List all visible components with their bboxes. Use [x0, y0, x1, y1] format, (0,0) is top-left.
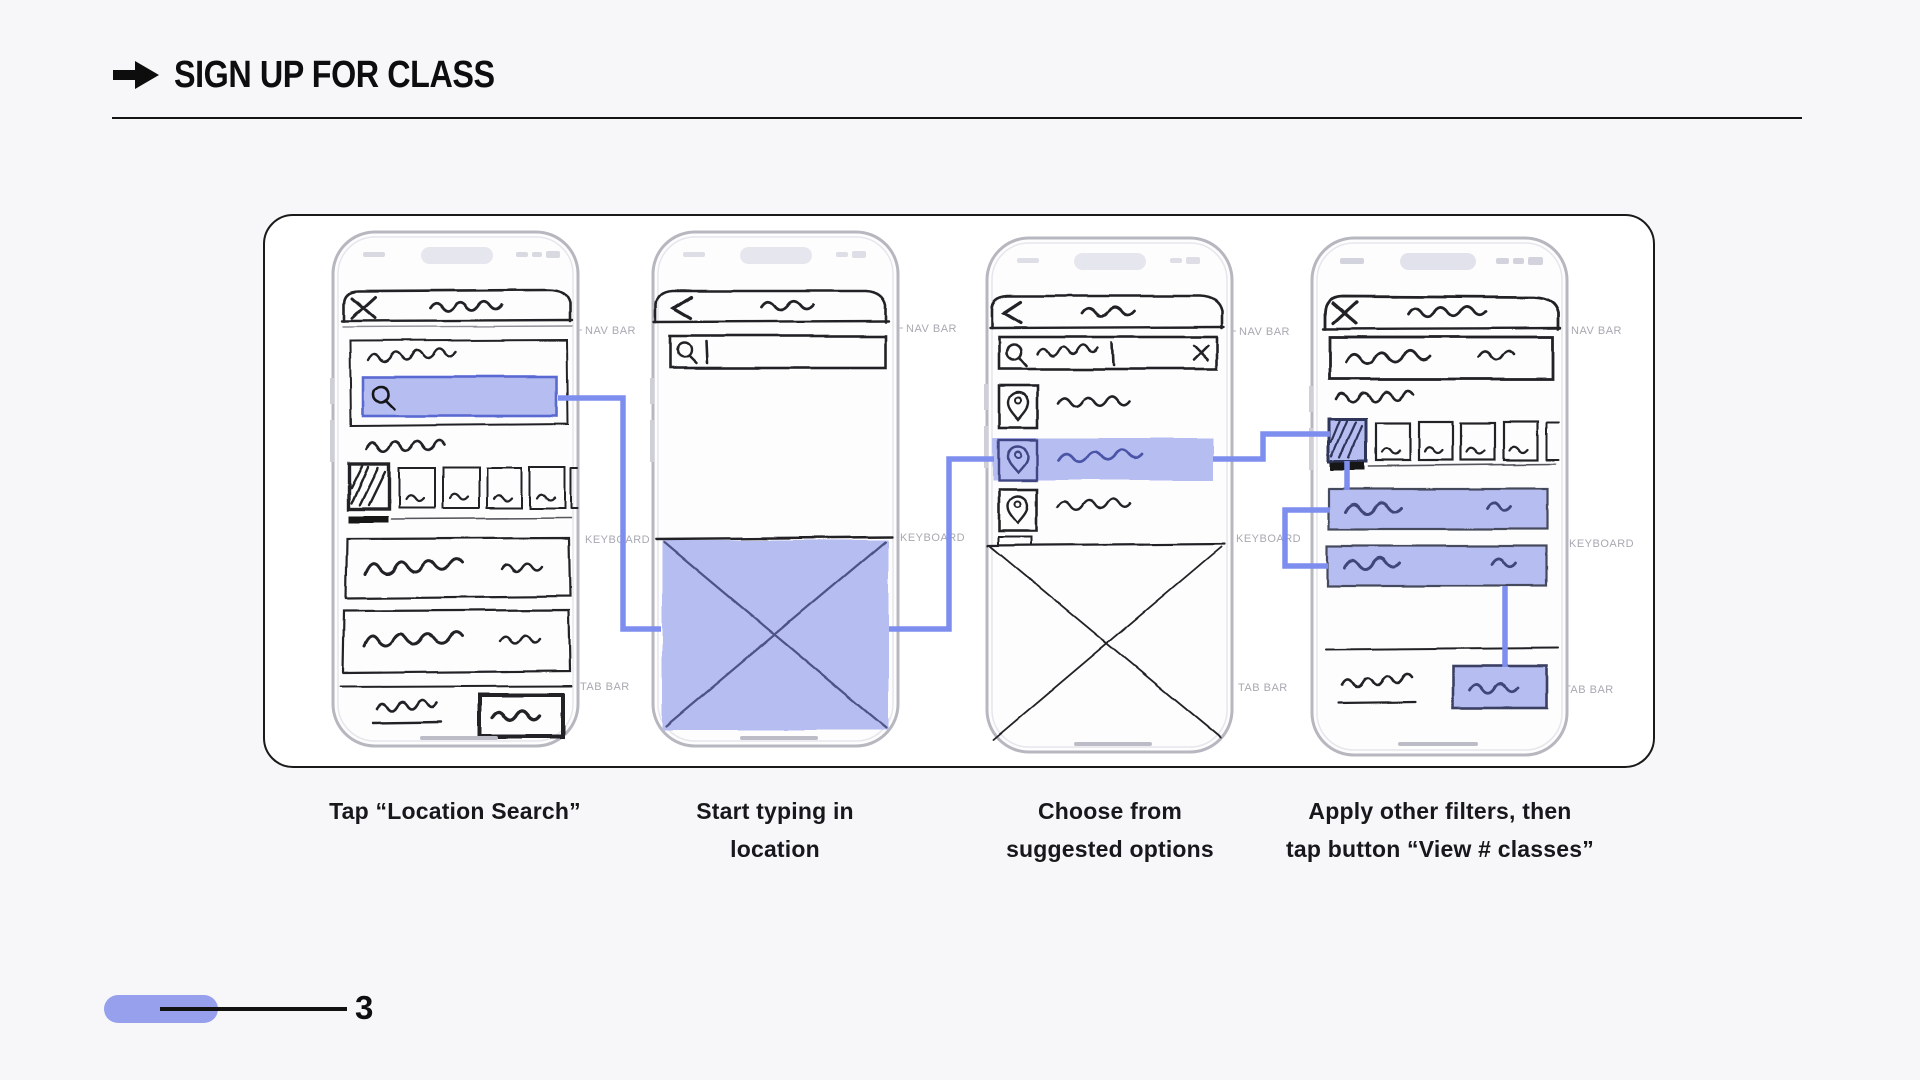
search-icon — [1005, 343, 1029, 368]
caption-line: tap button “View # classes” — [1286, 836, 1594, 862]
back-chevron-icon — [670, 295, 693, 320]
step-caption-1: Tap “Location Search” — [255, 792, 655, 830]
header-divider — [112, 117, 1802, 119]
step-caption-4: Apply other filters, then tap button “Vi… — [1240, 792, 1640, 868]
page-header: SIGN UP FOR CLASS — [112, 52, 551, 98]
annotation-label: KEYBOARD — [585, 534, 650, 546]
phone-mockup-step3 — [984, 236, 1234, 754]
filter-chip — [1374, 421, 1412, 462]
location-search-field-highlight — [361, 375, 559, 418]
filter-row-highlight — [1327, 487, 1550, 531]
filter-chip-highlight — [1327, 417, 1368, 463]
filter-row-highlight — [1325, 544, 1549, 588]
dynamic-island — [740, 247, 812, 264]
keyboard-dismissed-placeholder — [986, 542, 1226, 741]
location-pin-icon — [1006, 444, 1030, 474]
flow-connector-row-to-row — [1282, 507, 1330, 569]
category-chip — [486, 467, 523, 509]
location-pin-icon — [1006, 391, 1030, 422]
category-chip — [529, 466, 566, 509]
class-card — [341, 608, 572, 675]
flow-connectors — [558, 395, 1508, 667]
search-icon — [675, 341, 698, 365]
phone-mockup-step4 — [1309, 236, 1569, 757]
location-search-input-filled — [1328, 335, 1555, 381]
page-number: 3 — [355, 989, 374, 1026]
phone-mockup-step2 — [650, 230, 900, 748]
tab-bar-button — [477, 693, 565, 739]
suggestion-row-highlight — [993, 438, 1213, 482]
caption-line: Apply other filters, then — [1308, 798, 1572, 824]
step-caption-3: Choose from suggested options — [910, 792, 1310, 868]
suggestion-row — [997, 487, 1132, 533]
category-chip-selected — [347, 462, 391, 511]
annotation-label: NAV BAR — [1239, 326, 1290, 338]
filter-chip — [1417, 420, 1455, 462]
location-pin-icon — [1006, 494, 1030, 525]
arrow-right-icon — [113, 61, 159, 89]
annotation-label: TAB BAR — [1238, 682, 1288, 694]
view-classes-button-highlight — [1451, 664, 1549, 710]
flow-connector-step1-2 — [558, 395, 661, 632]
flow-connector-step2-3 — [889, 456, 994, 632]
clear-x-icon — [1192, 344, 1210, 362]
home-indicator — [1398, 742, 1478, 746]
home-indicator — [1074, 742, 1152, 746]
keyboard-placeholder — [654, 535, 894, 730]
category-chip — [442, 466, 480, 509]
phone-mockup-step1 — [330, 230, 580, 748]
dynamic-island — [1074, 253, 1146, 270]
caption-line: Tap “Location Search” — [329, 798, 581, 824]
annotation-label: NAV BAR — [906, 323, 957, 335]
text-cursor — [1110, 341, 1115, 367]
annotation-label: TAB BAR — [580, 681, 630, 693]
caption-line: location — [730, 836, 820, 862]
annotation-label: TAB BAR — [1564, 684, 1614, 696]
search-icon — [372, 385, 397, 411]
text-cursor — [704, 340, 709, 365]
filter-chip — [1502, 420, 1540, 462]
annotation-label: NAV BAR — [585, 325, 636, 337]
page-title: SIGN UP FOR CLASS — [174, 53, 495, 96]
location-search-input — [997, 335, 1219, 371]
annotation-label: KEYBOARD — [1236, 533, 1301, 545]
dynamic-island — [421, 247, 493, 264]
caption-line: suggested options — [1006, 836, 1214, 862]
home-indicator — [740, 736, 818, 740]
class-card — [344, 536, 572, 600]
flow-connector-step3-4 — [1213, 431, 1330, 462]
location-search-input — [668, 334, 888, 370]
filter-chip — [1459, 421, 1497, 462]
caption-line: Start typing in — [696, 798, 854, 824]
caption-line: Choose from — [1037, 798, 1183, 824]
category-chip — [398, 467, 436, 509]
annotation-label: KEYBOARD — [1569, 538, 1634, 550]
home-indicator — [420, 736, 498, 740]
close-x-icon — [1331, 300, 1358, 325]
annotation-label: NAV BAR — [1571, 325, 1622, 337]
page-indicator-line — [160, 1007, 347, 1011]
step-caption-2: Start typing in location — [575, 792, 975, 868]
dynamic-island — [1400, 253, 1476, 270]
wireframe-flow-illustration: NAV BAR KEYBOARD TAB BAR NAV BAR KEYBOAR… — [330, 230, 1634, 757]
suggestion-row — [997, 384, 1132, 430]
back-chevron-icon — [1000, 300, 1023, 325]
annotation-label: KEYBOARD — [900, 532, 965, 544]
close-x-icon — [350, 295, 377, 320]
